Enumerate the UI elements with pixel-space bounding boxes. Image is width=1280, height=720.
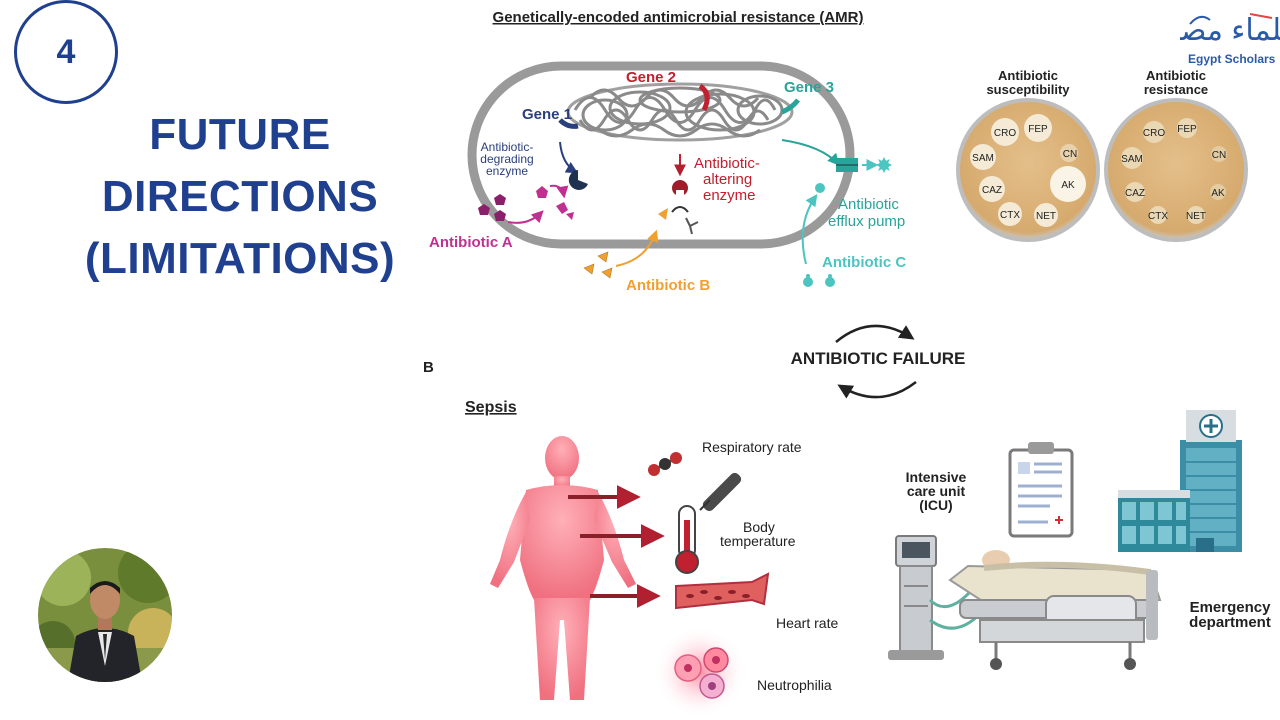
clipboard-icon <box>1008 442 1074 538</box>
respiratory-rate-label: Respiratory rate <box>702 439 802 455</box>
antibiotic-c-expelled <box>876 157 892 173</box>
gene3-segment <box>781 98 800 115</box>
degrading-enzyme-icon <box>568 170 588 190</box>
resistance-label-line1: Antibiotic <box>1146 68 1206 83</box>
egypt-scholars-logo: علماء مصر <box>1162 4 1280 70</box>
neutrophil-cells-icon <box>654 626 746 718</box>
antibiotic-c-label: Antibiotic C <box>822 254 906 271</box>
plate1-disc-sam: SAM <box>972 153 994 164</box>
antibiotic-c-molecules <box>803 274 835 287</box>
altering-line1: Antibiotic- <box>694 155 760 172</box>
digital-thermometer-icon <box>699 472 742 512</box>
cycle-arrow-top <box>835 324 915 343</box>
panel-b-letter: B <box>423 359 434 376</box>
resistance-label-line2: resistance <box>1144 82 1208 97</box>
efflux-line1: Antibiotic <box>838 196 899 213</box>
plate1-disc-net: NET <box>1036 211 1056 222</box>
slide-number-badge: 4 <box>14 0 118 104</box>
gene1-segment <box>558 118 579 129</box>
slide-title-line2: (LIMITATIONS) <box>84 234 396 283</box>
heart-rate-label: Heart rate <box>776 615 838 631</box>
gene2-label: Gene 2 <box>626 69 676 86</box>
icu-bed-icon <box>888 535 1162 670</box>
sepsis-title: Sepsis <box>465 399 517 416</box>
cycle-arrow-bottom <box>837 381 917 399</box>
body-temperature-line1: Body <box>743 519 775 535</box>
icu-label-line1: Intensive <box>906 469 967 485</box>
plate1-disc-ctx: CTX <box>1000 210 1020 221</box>
icu-label-line3: (ICU) <box>919 497 952 513</box>
degrading-line2: degrading <box>480 152 533 166</box>
human-body-figure <box>490 436 636 700</box>
gene3-label: Gene 3 <box>784 79 834 96</box>
altering-line3: enzyme <box>703 187 756 204</box>
emergency-label-line1: Emergency <box>1190 599 1272 616</box>
antibiotic-b-label: Antibiotic B <box>626 277 710 294</box>
blood-vessel-icon <box>675 572 770 610</box>
degrading-line1: Antibiotic- <box>481 140 534 154</box>
plate2-disc-ctx: CTX <box>1148 211 1168 222</box>
plate2-disc-net: NET <box>1186 211 1206 222</box>
plate1-disc-cn: CN <box>1063 149 1077 160</box>
plate2-disc-fep: FEP <box>1177 124 1197 135</box>
plate1-disc-cro: CRO <box>994 128 1016 139</box>
plate2-disc-sam: SAM <box>1121 154 1143 165</box>
amr-title: Genetically-encoded antimicrobial resist… <box>493 9 864 26</box>
efflux-line2: efflux pump <box>828 213 905 230</box>
emergency-label-line2: department <box>1189 614 1271 631</box>
altering-line2: altering <box>703 171 752 188</box>
logo-arabic: علماء مصر <box>1180 14 1280 47</box>
antibiotic-failure-label: ANTIBIOTIC FAILURE <box>791 349 966 368</box>
logo-text: Egypt Scholars <box>1188 52 1276 66</box>
antibiotic-a-molecules <box>478 186 574 221</box>
susceptibility-label-line2: susceptibility <box>986 82 1070 97</box>
susceptibility-label-line1: Antibiotic <box>998 68 1058 83</box>
body-temperature-line2: temperature <box>720 533 796 549</box>
respiratory-molecule-icon <box>648 452 682 476</box>
gene2-segment <box>698 83 710 112</box>
antibiotic-a-label: Antibiotic A <box>429 234 513 251</box>
resistance-plate: CRO FEP SAM CN CAZ AK CTX NET <box>1104 98 1248 242</box>
plate1-disc-ak: AK <box>1061 180 1075 191</box>
susceptibility-plate: CRO FEP SAM CN CAZ AK CTX NET <box>956 98 1100 242</box>
altered-antibiotic-icon <box>685 217 699 235</box>
plate1-disc-fep: FEP <box>1028 124 1048 135</box>
thermometer-icon <box>675 505 699 574</box>
chromosome-dna <box>566 82 794 142</box>
antibiotic-b-molecules <box>583 251 613 279</box>
slide-title: FUTURE DIRECTIONS (LIMITATIONS) <box>10 104 470 290</box>
antibiotic-b-entering <box>658 208 668 220</box>
logo-mark: علماء مصر <box>1162 13 1280 47</box>
plate2-disc-cro: CRO <box>1143 128 1165 139</box>
degrading-line3: enzyme <box>486 164 528 178</box>
slide-number: 4 <box>56 32 76 71</box>
neutrophilia-label: Neutrophilia <box>757 677 832 693</box>
plate2-disc-cn: CN <box>1212 150 1226 161</box>
plate2-disc-ak: AK <box>1211 188 1225 199</box>
plate2-disc-caz: CAZ <box>1125 188 1145 199</box>
plate1-disc-caz: CAZ <box>982 185 1002 196</box>
slide-title-line1: FUTURE DIRECTIONS <box>101 110 379 221</box>
gene1-arrow <box>559 141 579 174</box>
gene1-label: Gene 1 <box>522 106 572 123</box>
hospital-building-icon <box>1118 410 1242 552</box>
icu-label-line2: care unit <box>907 483 966 499</box>
